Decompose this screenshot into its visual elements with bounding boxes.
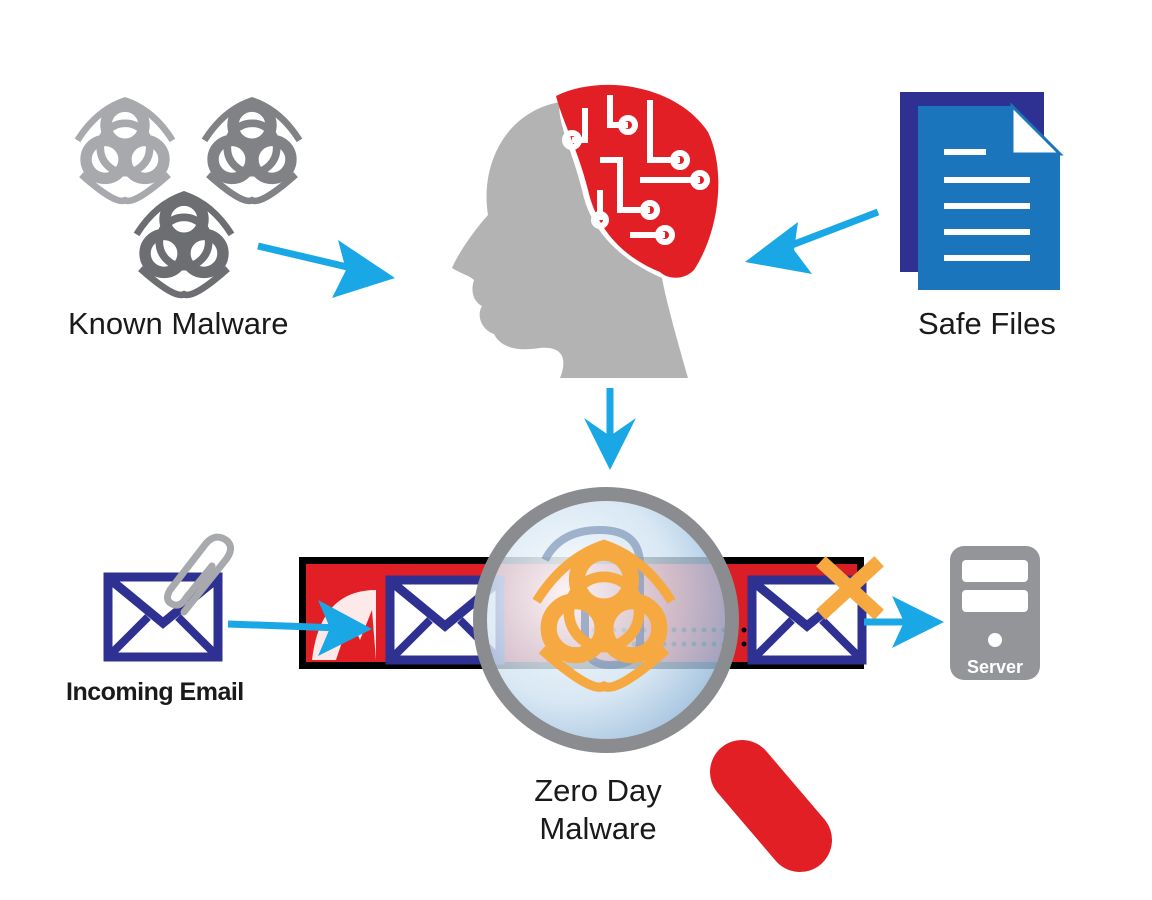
arrow-icon (584, 388, 636, 470)
x-mark-icon (816, 556, 884, 620)
incoming-email-label: Incoming Email (66, 678, 244, 706)
arrow-icon (864, 596, 944, 648)
safe-files-label: Safe Files (918, 306, 1056, 341)
brain-circuit-icon (556, 84, 719, 278)
document-icon (900, 92, 1064, 290)
known-malware-label: Known Malware (68, 306, 289, 341)
head-silhouette (452, 102, 688, 378)
zero-day-line2: Malware (539, 811, 657, 846)
arrow-icon (227, 600, 372, 656)
arrow-icon (257, 240, 395, 298)
biohazard-icon (78, 101, 173, 201)
arrow-icon (745, 208, 880, 274)
paperclip-icon (163, 533, 234, 616)
zero-day-malware-label: Zero Day Malware (528, 772, 668, 848)
biohazard-icon (205, 101, 300, 201)
server-icon: Server (950, 546, 1040, 680)
server-label: Server (967, 657, 1023, 677)
zero-day-line1: Zero Day (534, 773, 662, 808)
biohazard-icon (137, 195, 232, 295)
